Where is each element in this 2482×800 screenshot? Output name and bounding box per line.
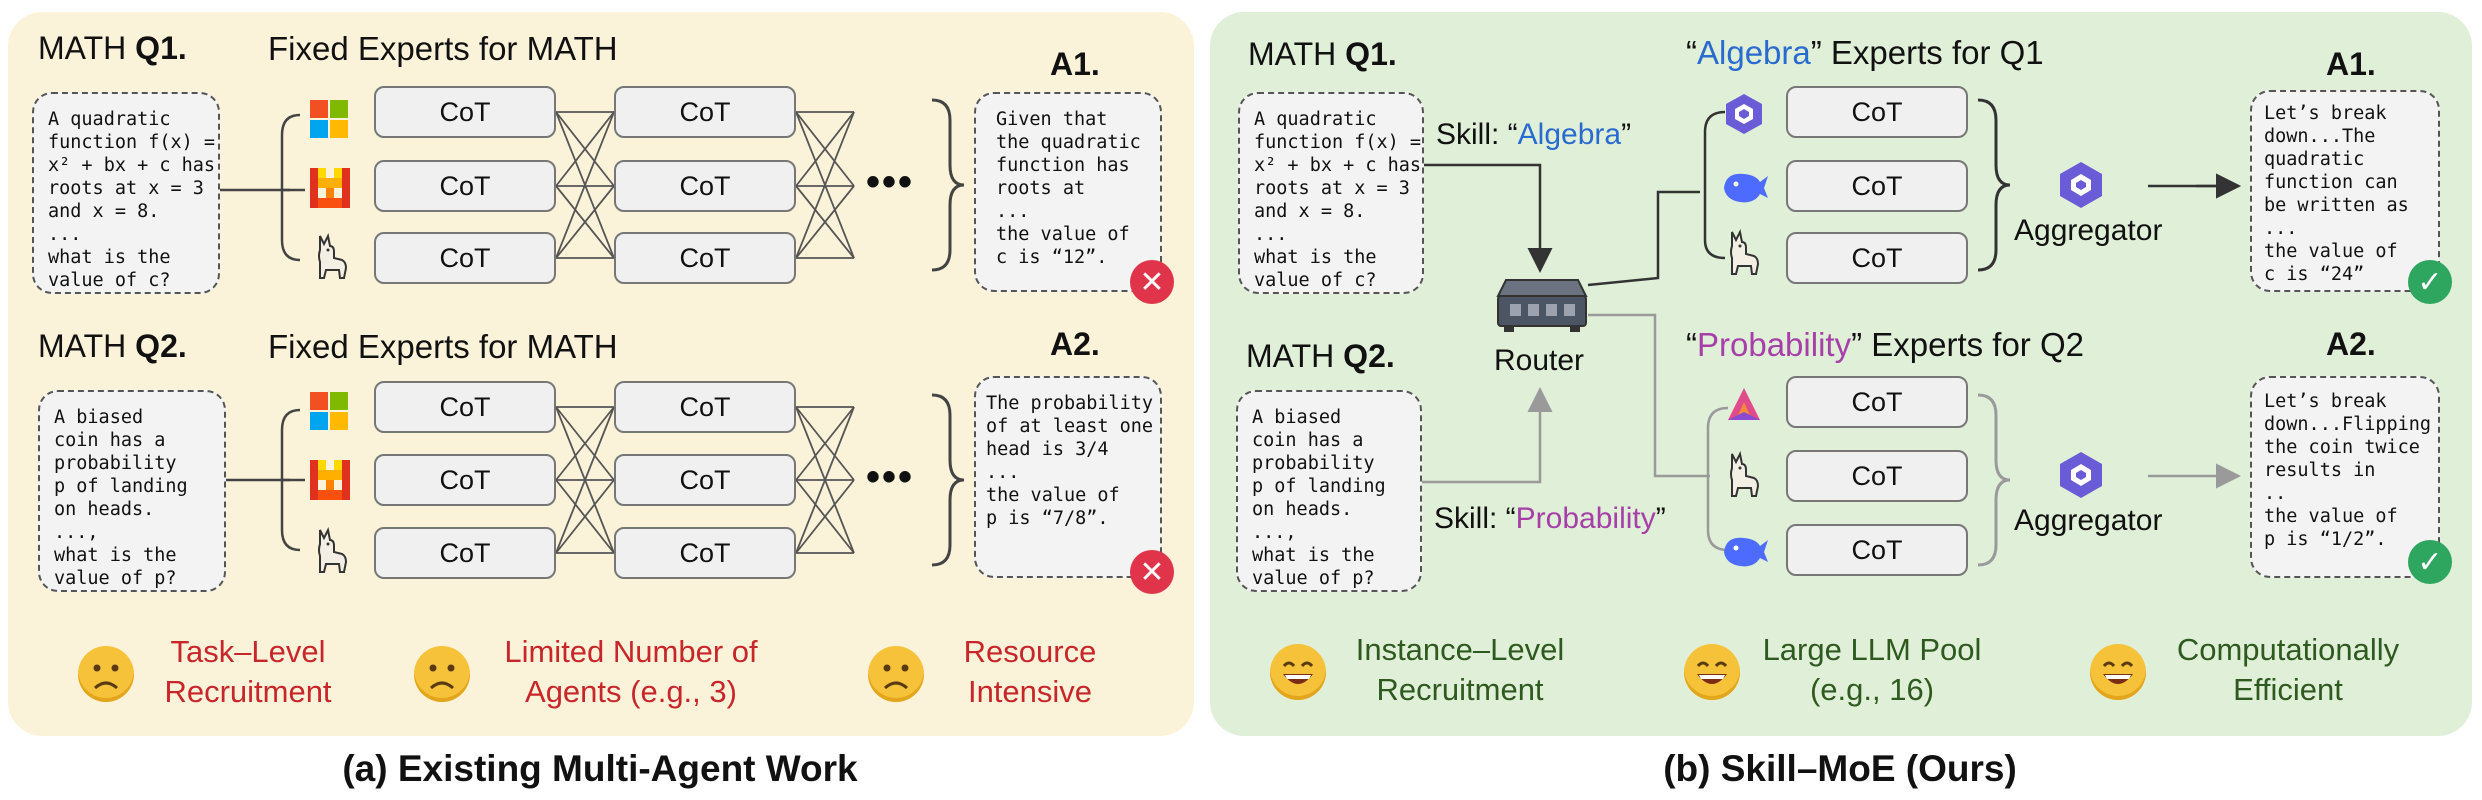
gemini-style-logo-icon	[1722, 384, 1766, 428]
ellipsis: •••	[866, 160, 915, 204]
cot-box: CoT	[1786, 524, 1968, 576]
experts-header-a2: Fixed Experts for MATH	[268, 328, 618, 365]
llama-logo-icon	[312, 526, 348, 574]
correct-check-icon: ✓	[2408, 540, 2452, 584]
frown-face-icon	[78, 646, 134, 702]
mistral-logo-icon	[310, 168, 350, 208]
router-icon	[1496, 274, 1588, 336]
skill-label-algebra: Skill: “Algebra”	[1436, 118, 1632, 151]
answer-title-a2: A2.	[1050, 326, 1100, 362]
aggregator-logo-icon	[2056, 450, 2106, 500]
grin-face-icon	[2090, 644, 2146, 700]
cot-box: CoT	[374, 527, 556, 579]
cot-box: CoT	[614, 527, 796, 579]
skill-label-probability: Skill: “Probability”	[1434, 502, 1666, 535]
wrong-x-icon: ✕	[1130, 260, 1174, 304]
microsoft-logo-icon	[310, 392, 348, 430]
answer-title-b1: A1.	[2326, 46, 2376, 82]
cot-box: CoT	[614, 86, 796, 138]
answer-title-b2: A2.	[2326, 326, 2376, 362]
cot-box: CoT	[1786, 86, 1968, 138]
microsoft-logo-icon	[310, 100, 348, 138]
frown-face-icon	[414, 646, 470, 702]
wrong-x-icon: ✕	[1130, 550, 1174, 594]
cot-box: CoT	[1786, 376, 1968, 428]
aggregator-label-2: Aggregator	[2014, 504, 2163, 537]
qwen-logo-icon	[1722, 92, 1766, 136]
deepseek-whale-icon	[1720, 166, 1770, 206]
cot-box: CoT	[374, 232, 556, 284]
caption-b: (b) Skill–MoE (Ours)	[1663, 748, 2017, 789]
aggregator-label-1: Aggregator	[2014, 214, 2163, 247]
experts-header-b2: “Probability” Experts for Q2	[1686, 326, 2084, 363]
experts-header-b1: “Algebra” Experts for Q1	[1686, 34, 2044, 71]
cot-box: CoT	[374, 86, 556, 138]
cot-box: CoT	[1786, 450, 1968, 502]
llama-logo-icon	[1724, 450, 1760, 498]
cot-box: CoT	[614, 160, 796, 212]
cot-box: CoT	[374, 160, 556, 212]
grin-face-icon	[1270, 644, 1326, 700]
router-label: Router	[1494, 344, 1585, 377]
experts-header-a1: Fixed Experts for MATH	[268, 30, 618, 67]
llama-logo-icon	[1724, 228, 1760, 276]
frown-face-icon	[868, 646, 924, 702]
answer-title-a1: A1.	[1050, 46, 1100, 82]
cot-box: CoT	[374, 381, 556, 433]
grin-face-icon	[1684, 644, 1740, 700]
mistral-logo-icon	[310, 460, 350, 500]
cot-box: CoT	[614, 381, 796, 433]
q2-title-a: MATH Q2.	[38, 328, 187, 364]
correct-check-icon: ✓	[2408, 260, 2452, 304]
benefit-large-pool: Large LLM Pool(e.g., 16)	[1762, 632, 1982, 707]
caption-a: (a) Existing Multi-Agent Work	[342, 748, 858, 789]
cot-box: CoT	[1786, 160, 1968, 212]
cot-box: CoT	[614, 232, 796, 284]
deepseek-whale-icon	[1720, 530, 1770, 570]
aggregator-logo-icon	[2056, 160, 2106, 210]
q1-title-a: MATH Q1.	[38, 30, 187, 66]
cot-box: CoT	[1786, 232, 1968, 284]
q1-title-b: MATH Q1.	[1248, 36, 1397, 72]
cot-box: CoT	[614, 454, 796, 506]
ellipsis: •••	[866, 455, 915, 499]
q2-title-b: MATH Q2.	[1246, 338, 1395, 374]
cot-box: CoT	[374, 454, 556, 506]
llama-logo-icon	[312, 232, 348, 280]
